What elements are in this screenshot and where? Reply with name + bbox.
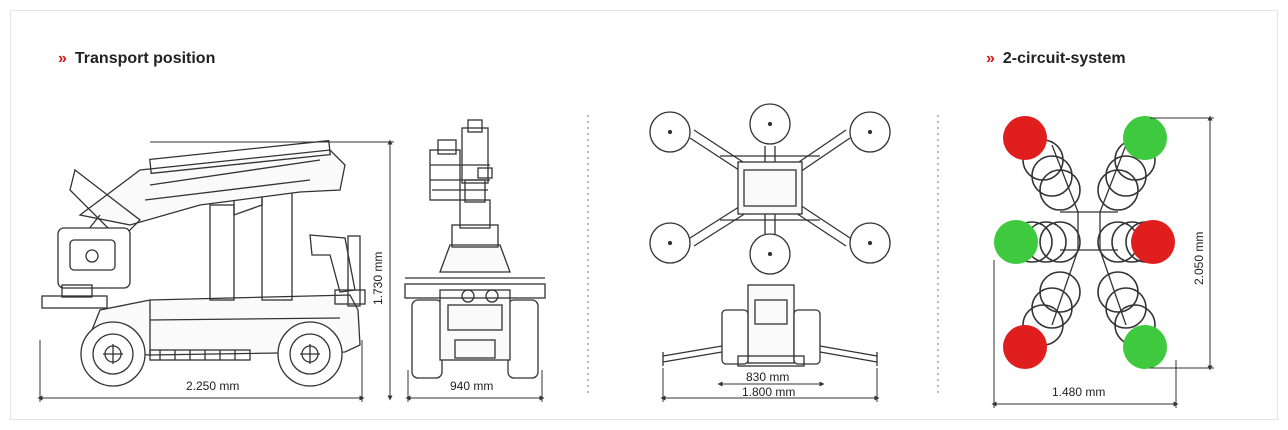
circuit-cup-red <box>1003 325 1047 369</box>
dim-top-inner-width: 830 mm <box>746 370 789 384</box>
heading-transport-text: Transport position <box>74 50 216 67</box>
circuit-cup-green <box>994 220 1038 264</box>
heading-marker: » <box>58 50 67 67</box>
dim-front-width: 940 mm <box>450 379 493 393</box>
dim-circuit-width: 1.480 mm <box>1052 385 1105 399</box>
heading-2-circuit-system: » 2-circuit-system <box>986 50 1126 68</box>
circuit-cups <box>994 116 1175 369</box>
side-dimensions <box>37 139 394 402</box>
heading-circuit-text: 2-circuit-system <box>1002 50 1126 67</box>
circuit-cup-red <box>1003 116 1047 160</box>
circuit-frame <box>1051 144 1127 326</box>
circuit-cup-red <box>1131 220 1175 264</box>
side-view-machine <box>41 139 366 387</box>
dim-side-width: 2.250 mm <box>186 379 239 393</box>
circuit-cup-green <box>1123 325 1167 369</box>
circuit-cup-green <box>1123 116 1167 160</box>
front-dimensions <box>405 370 545 402</box>
dim-side-height: 1.730 mm <box>371 252 385 305</box>
circuit-dimensions <box>991 115 1214 408</box>
dim-circuit-height: 2.050 mm <box>1192 232 1206 285</box>
top-view-machine <box>649 103 891 367</box>
heading-marker: » <box>986 50 995 67</box>
front-view-machine <box>404 119 546 379</box>
top-dimensions <box>660 368 880 402</box>
dim-top-outer-width: 1.800 mm <box>742 385 795 399</box>
circuit-ghost-cups <box>1011 139 1167 346</box>
heading-transport-position: » Transport position <box>58 50 215 68</box>
